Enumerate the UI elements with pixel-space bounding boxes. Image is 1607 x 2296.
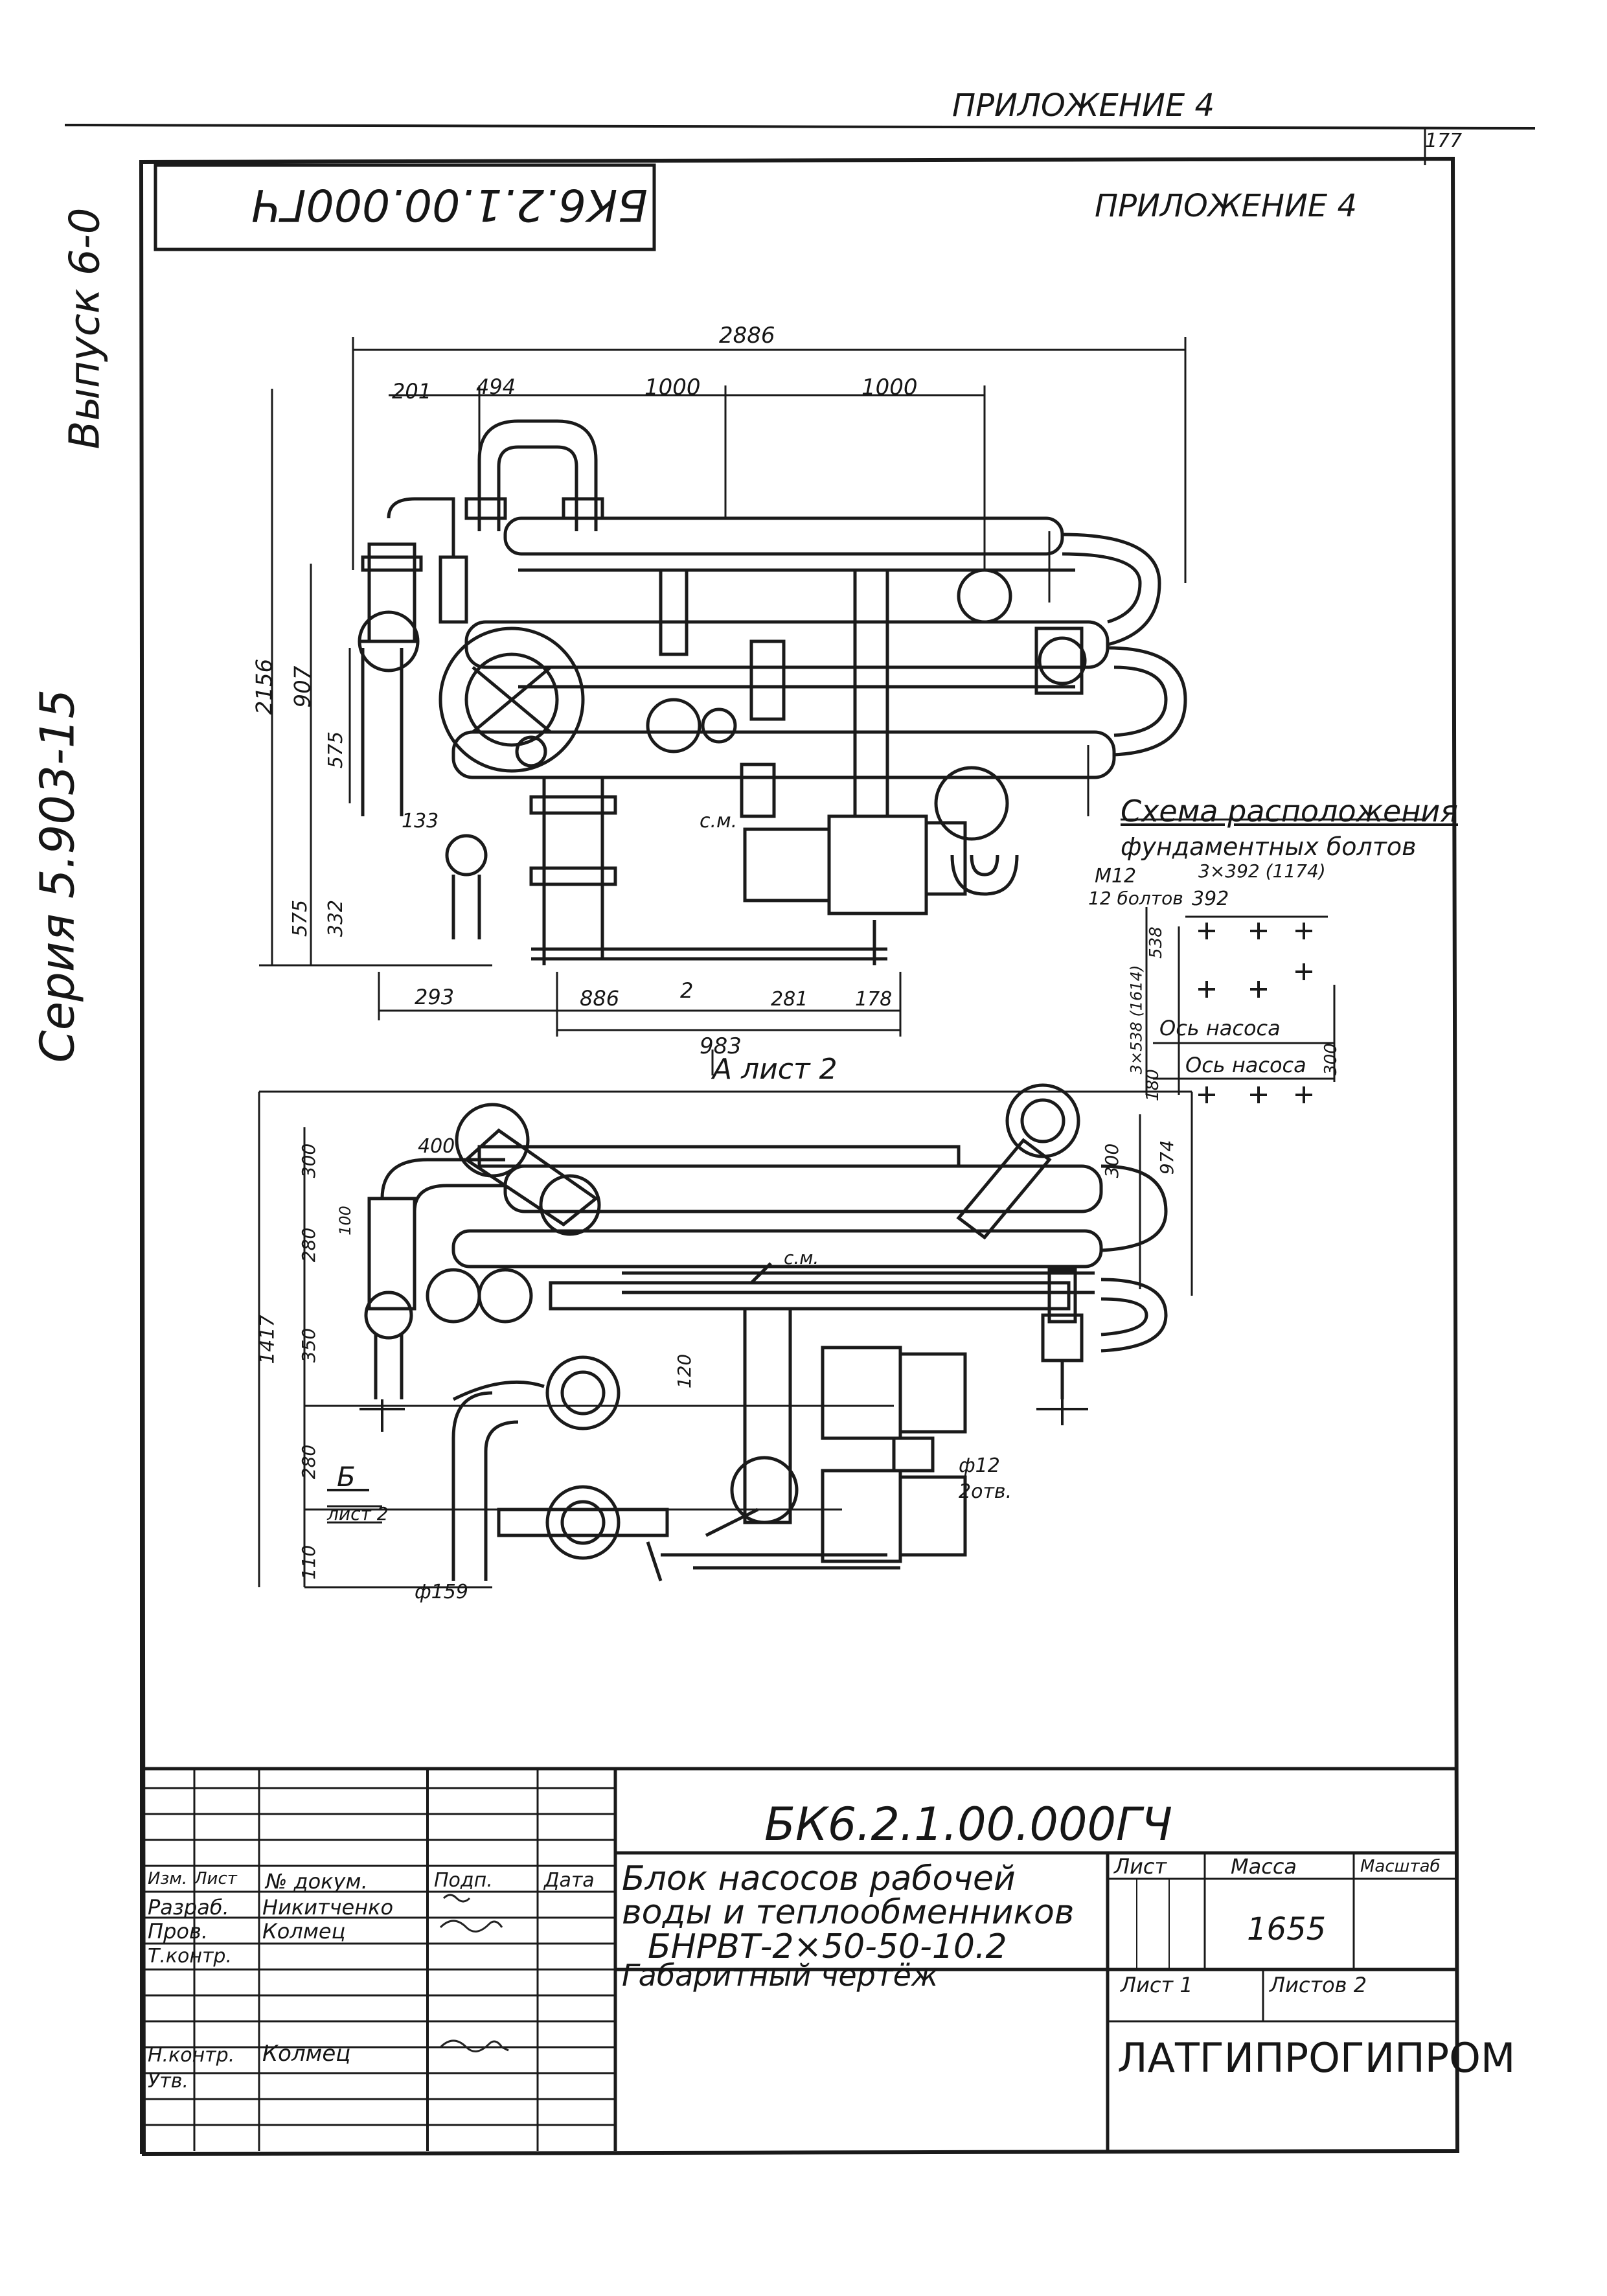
dim-538: 538 [1146, 926, 1166, 959]
row-role-ncontrol: Н.контр. [148, 2044, 235, 2067]
dim-110: 110 [298, 1544, 320, 1580]
dim-983: 983 [700, 1033, 742, 1059]
dim-height-907: 907 [290, 665, 316, 708]
sheets-total: Листов 2 [1270, 1973, 1367, 1997]
dim-293: 293 [415, 985, 455, 1009]
pipe-spec: ф159 [415, 1581, 468, 1603]
dim-392: 392 [1192, 888, 1229, 910]
pump-axis-1: Ось насоса [1159, 1016, 1281, 1040]
sheet-frame [139, 156, 1460, 2157]
title-name-line-1: Блок насосов рабочей [622, 1859, 1016, 1898]
dim-height-332: 332 [325, 899, 348, 937]
title-block-grid [144, 1767, 1456, 2151]
head-izm: Изм. [148, 1869, 188, 1888]
appendix-label-top: ПРИЛОЖЕНИЕ 4 [952, 87, 1214, 124]
dim-2: 2 [680, 978, 694, 1003]
dim-280-b: 280 [298, 1444, 320, 1480]
side-series-label: Серия 5.903-15 [30, 689, 85, 1063]
bolt-count: 12 болтов [1088, 888, 1183, 909]
organization: ЛАТГИПРОГИПРОМ [1117, 2034, 1516, 2082]
col-scale-head: Масштаб [1360, 1857, 1441, 1876]
dim-494: 494 [476, 374, 516, 399]
hole-count: 2отв. [959, 1480, 1012, 1503]
dim-120: 120 [674, 1353, 696, 1389]
dim-281: 281 [771, 988, 808, 1011]
row-role-approve: Утв. [148, 2070, 188, 2093]
title-doc-code: БК6.2.1.00.000ГЧ [764, 1798, 1172, 1851]
dim-1000-a: 1000 [644, 374, 701, 400]
col-sheet-head: Лист [1114, 1854, 1167, 1879]
row-name-checker: Колмец [262, 1919, 346, 1944]
dim-height-575b: 575 [289, 899, 312, 937]
elevation-view [259, 337, 1187, 1075]
col-mass-head: Масса [1231, 1854, 1297, 1879]
head-list: Лист [194, 1869, 237, 1888]
dim-178: 178 [855, 988, 893, 1011]
view-marker-b-sheet: лист 2 [327, 1503, 389, 1524]
title-name-line-3: БНРВТ-2×50-50-10.2 [648, 1927, 1007, 1966]
dim-300-scheme: 300 [1321, 1043, 1341, 1075]
dim-height-575a: 575 [325, 731, 348, 769]
bolt-scheme-grid [1121, 818, 1425, 1103]
side-issue-label: Выпуск 6-0 [61, 207, 109, 450]
label-cm-top: с.м. [700, 810, 738, 832]
dim-133: 133 [402, 810, 439, 832]
row-name-ncontrol: Колмец [262, 2041, 351, 2067]
hole-spec: ф12 [959, 1454, 1000, 1477]
dim-1417: 1417 [256, 1314, 279, 1364]
bolt-spec: М12 [1095, 865, 1137, 888]
title-name-line-4: Габаритный чертёж [622, 1958, 939, 1993]
dim-height-total: 2156 [251, 658, 278, 715]
view-marker-b-letter: Б [337, 1461, 356, 1493]
dim-280: 280 [298, 1227, 320, 1263]
page-number: 177 [1425, 130, 1463, 152]
dim-350: 350 [298, 1327, 320, 1363]
pump-axis-2: Ось насоса [1185, 1053, 1306, 1077]
dim-300-plan-a: 300 [298, 1143, 320, 1178]
dim-201: 201 [392, 379, 432, 404]
plan-view [258, 1083, 1193, 1589]
dim-180: 180 [1143, 1069, 1163, 1101]
bolt-scheme-title-1: Схема расположения [1121, 794, 1458, 829]
dim-100: 100 [336, 1206, 354, 1235]
dim-1000-b: 1000 [861, 374, 918, 400]
dim-400: 400 [418, 1135, 455, 1158]
label-cm-plan: с.м. [784, 1247, 819, 1269]
dim-974: 974 [1156, 1140, 1178, 1175]
title-name-line-2: воды и теплообменников [622, 1893, 1075, 1932]
appendix-label-inner: ПРИЛОЖЕНИЕ 4 [1095, 188, 1357, 224]
rotated-doc-code: БК6.2.1.00.000ГЧ [251, 179, 648, 230]
head-sign: Подп. [434, 1869, 493, 1892]
row-role-developer: Разраб. [148, 1895, 229, 1920]
sheet-number: Лист 1 [1121, 1973, 1193, 1997]
dim-overall-width: 2886 [719, 323, 775, 349]
row-role-tcontrol: Т.контр. [148, 1945, 233, 1968]
row-name-developer: Никитченко [262, 1895, 394, 1920]
row-role-checker: Пров. [148, 1919, 208, 1944]
head-date: Дата [544, 1869, 595, 1892]
dim-886: 886 [580, 986, 620, 1011]
view-marker-a: А лист 2 [712, 1053, 838, 1086]
dim-300-plan-b: 300 [1101, 1143, 1123, 1178]
head-doc: № докум. [266, 1869, 368, 1894]
dim-3x392: 3×392 (1174) [1198, 860, 1326, 882]
mass-value: 1655 [1247, 1911, 1327, 1947]
bolt-scheme-title-2: фундаментных болтов [1121, 832, 1417, 861]
dim-3x538: 3×538 (1614) [1127, 965, 1146, 1075]
